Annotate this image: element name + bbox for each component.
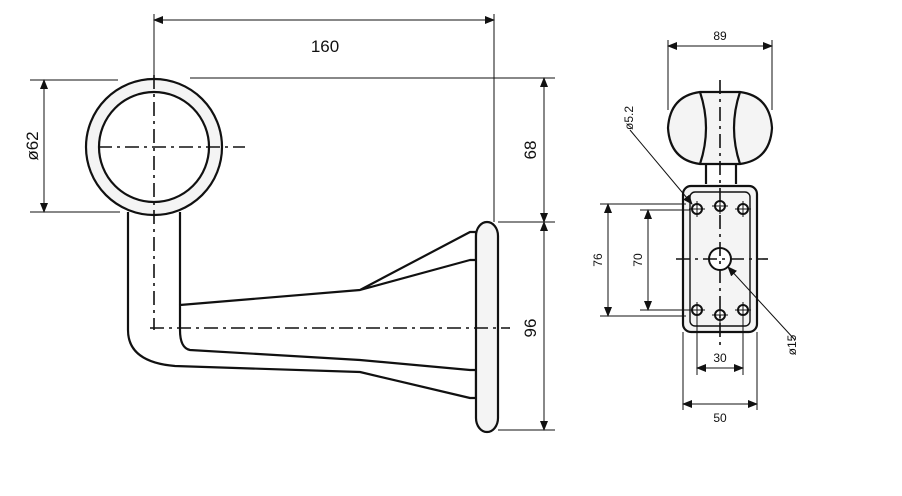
dim-label-width-top: 89 [713, 29, 727, 43]
dim-label-width-base: 50 [713, 411, 727, 425]
leader-center-hole [727, 266, 796, 341]
dim-label-height-outer: 76 [591, 253, 605, 267]
dim-label-center-hole: ø15 [785, 334, 799, 355]
dim-label-height-upper: 68 [521, 141, 540, 160]
side-view: 160 ø62 68 96 [23, 14, 555, 434]
lamp-neck [704, 164, 738, 184]
dim-label-length: 160 [311, 37, 339, 56]
front-view: 89 ø5.2 76 70 ø15 30 50 [591, 29, 799, 425]
dim-label-hole-spacing: 30 [713, 351, 727, 365]
mounting-plate [474, 220, 500, 434]
dim-label-height-inner: 70 [631, 253, 645, 267]
dim-label-height-lower: 96 [521, 319, 540, 338]
leader-hole-diameter [629, 129, 693, 205]
dim-label-hole-diameter: ø5.2 [622, 106, 636, 130]
dim-label-diameter: ø62 [23, 131, 42, 160]
